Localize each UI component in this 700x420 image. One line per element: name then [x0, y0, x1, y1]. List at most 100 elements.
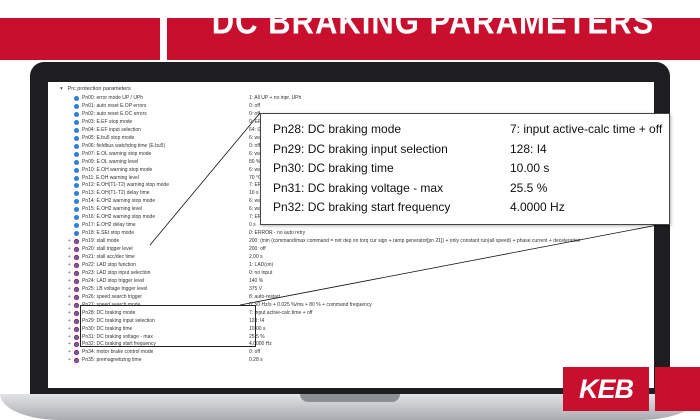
- parameter-icon: [74, 358, 79, 364]
- parameter-name: Pn26: speed search trigger: [82, 293, 143, 300]
- tree-row[interactable]: Pn01: auto reset E.OP errors 0: off: [60, 103, 650, 111]
- parameter-value[interactable]: 0: off: [249, 102, 261, 109]
- tree-row[interactable]: + Pn24: LAD stop trigger level 140 %: [60, 278, 650, 286]
- expand-icon[interactable]: +: [68, 325, 71, 332]
- parameter-name: Pn03: E.EF stop mode: [82, 118, 133, 125]
- parameter-name: Pn12: E.OH(T1-T2) warning stop mode: [82, 182, 169, 189]
- parameter-icon: [74, 302, 79, 308]
- parameter-icon: [74, 294, 79, 300]
- parameter-value[interactable]: 140 %: [249, 277, 264, 284]
- expand-icon[interactable]: +: [68, 301, 71, 308]
- expand-icon[interactable]: +: [68, 277, 71, 284]
- tree-row[interactable]: + Pn25: LB voltage trigger level 375 V: [60, 286, 650, 294]
- expand-icon[interactable]: +: [68, 293, 71, 300]
- parameter-icon: [74, 151, 79, 157]
- parameter-icon: [74, 207, 79, 213]
- parameter-icon: [74, 96, 79, 101]
- tree-row[interactable]: + Pn26: speed search trigger 8: auto-resta…: [60, 294, 650, 302]
- expand-icon[interactable]: +: [68, 333, 71, 340]
- parameter-icon: [74, 215, 79, 221]
- expand-icon[interactable]: +: [68, 285, 71, 292]
- tree-row[interactable]: + Pn34: motor brake control mode 0: off: [60, 349, 650, 357]
- callout-parameter-name: Pn30: DC braking time: [273, 161, 394, 175]
- parameter-name: Pn07: E.OL warning stop mode: [82, 150, 152, 157]
- callout-parameter-name: Pn29: DC braking input selection: [273, 141, 448, 156]
- parameter-value[interactable]: 1: LAD(on): [249, 261, 274, 268]
- parameter-icon: [74, 247, 79, 253]
- expand-icon[interactable]: +: [68, 238, 71, 245]
- expand-icon[interactable]: +: [68, 261, 71, 268]
- tree-group-header[interactable]: ▾ Prc protection parameters: [60, 86, 131, 92]
- parameter-icon: [74, 127, 79, 133]
- parameter-name: Pn32: DC braking start frequency: [82, 341, 156, 348]
- parameter-name: Pn19: stall mode: [82, 238, 120, 245]
- parameter-name: Pn16: E.OH2 warning stop mode: [82, 214, 156, 221]
- parameter-name: Pn17: E.OH2 delay time: [82, 222, 136, 229]
- tree-row[interactable]: + Pn19: stall mode 200: (min (command/max …: [60, 238, 650, 246]
- expand-icon[interactable]: +: [68, 309, 71, 316]
- parameter-value[interactable]: 25.5 %: [249, 333, 265, 340]
- collapse-icon[interactable]: ▾: [60, 86, 63, 92]
- tree-row[interactable]: + Pn21: stall acc/dec time 2.00 s: [60, 254, 650, 262]
- parameter-value[interactable]: 4.0000 Hz: [249, 341, 272, 348]
- logo-accent-block: [655, 367, 700, 411]
- callout-parameter-name: Pn31: DC braking voltage - max: [273, 180, 444, 195]
- parameter-value[interactable]: 0: no input: [249, 269, 273, 276]
- banner-title-block: [167, 18, 700, 60]
- parameter-value[interactable]: 0.28 s: [249, 357, 263, 364]
- parameter-value[interactable]: 7: input active-calc time + off: [249, 309, 313, 316]
- header-banner: [0, 18, 700, 60]
- parameter-name: Pn21: stall acc/dec time: [82, 254, 135, 260]
- expand-icon[interactable]: +: [68, 357, 71, 364]
- parameter-value[interactable]: 8: auto-restart: [249, 293, 281, 300]
- tree-row[interactable]: + Pn30: DC braking time 10.00 s: [60, 326, 650, 334]
- parameter-value[interactable]: 128: I4: [249, 317, 265, 324]
- parameter-name: Pn09: E.OL warning level: [82, 158, 139, 165]
- parameter-value[interactable]: 0: 50 Hz/s + 0.025 %/ms + 80 % + command…: [249, 301, 372, 308]
- parameter-value[interactable]: 1: All UP + no inpr. UPh: [249, 95, 302, 101]
- parameter-icon: [74, 262, 79, 268]
- parameter-name: Pn13: E.OH(T1-T2) delay time: [82, 190, 150, 197]
- parameter-value[interactable]: 200: (min (command/max command = not dep…: [249, 238, 581, 245]
- expand-icon[interactable]: +: [68, 317, 71, 324]
- parameter-icon: [74, 270, 79, 276]
- parameter-name: Pn24: LAD stop trigger level: [82, 277, 145, 284]
- parameter-name: Pn34: motor brake control mode: [82, 349, 154, 356]
- parameter-value[interactable]: 0: off: [249, 349, 261, 356]
- parameter-name: Pn10: E.OH warning stop mode: [82, 166, 153, 173]
- parameter-name: Pn30: DC braking time: [82, 325, 133, 332]
- parameter-name: Pn25: LB voltage trigger level: [82, 285, 148, 292]
- expand-icon[interactable]: +: [68, 341, 71, 348]
- expand-icon[interactable]: +: [68, 246, 71, 253]
- parameter-value[interactable]: 10.00 s: [249, 325, 266, 332]
- parameter-icon: [74, 191, 79, 197]
- parameter-icon: [74, 135, 79, 141]
- parameter-icon: [74, 318, 79, 324]
- expand-icon[interactable]: +: [68, 254, 71, 260]
- expand-icon[interactable]: +: [68, 269, 71, 276]
- parameter-name: Pn01: auto reset E.OP errors: [82, 102, 147, 109]
- parameter-name: Pn06: fieldbus watchdog time (E.bu5): [82, 142, 166, 149]
- parameter-value[interactable]: 2.00 s: [249, 254, 263, 260]
- parameter-value[interactable]: 0: ERROR - no auto retry: [249, 230, 306, 237]
- callout-parameter-name: Pn32: DC braking start frequency: [273, 200, 451, 214]
- parameter-icon: [74, 143, 79, 149]
- parameter-value[interactable]: 200: off: [249, 246, 266, 253]
- tree-row[interactable]: + Pn32: DC braking start frequency 4.0000 …: [60, 341, 650, 349]
- laptop-hinge-notch: [300, 394, 400, 402]
- parameter-icon: [74, 111, 79, 117]
- parameter-icon: [74, 231, 79, 237]
- parameter-name: Pn27: speed search mode: [82, 301, 141, 308]
- parameter-value[interactable]: 375 V: [249, 285, 263, 292]
- expand-icon[interactable]: +: [68, 349, 71, 356]
